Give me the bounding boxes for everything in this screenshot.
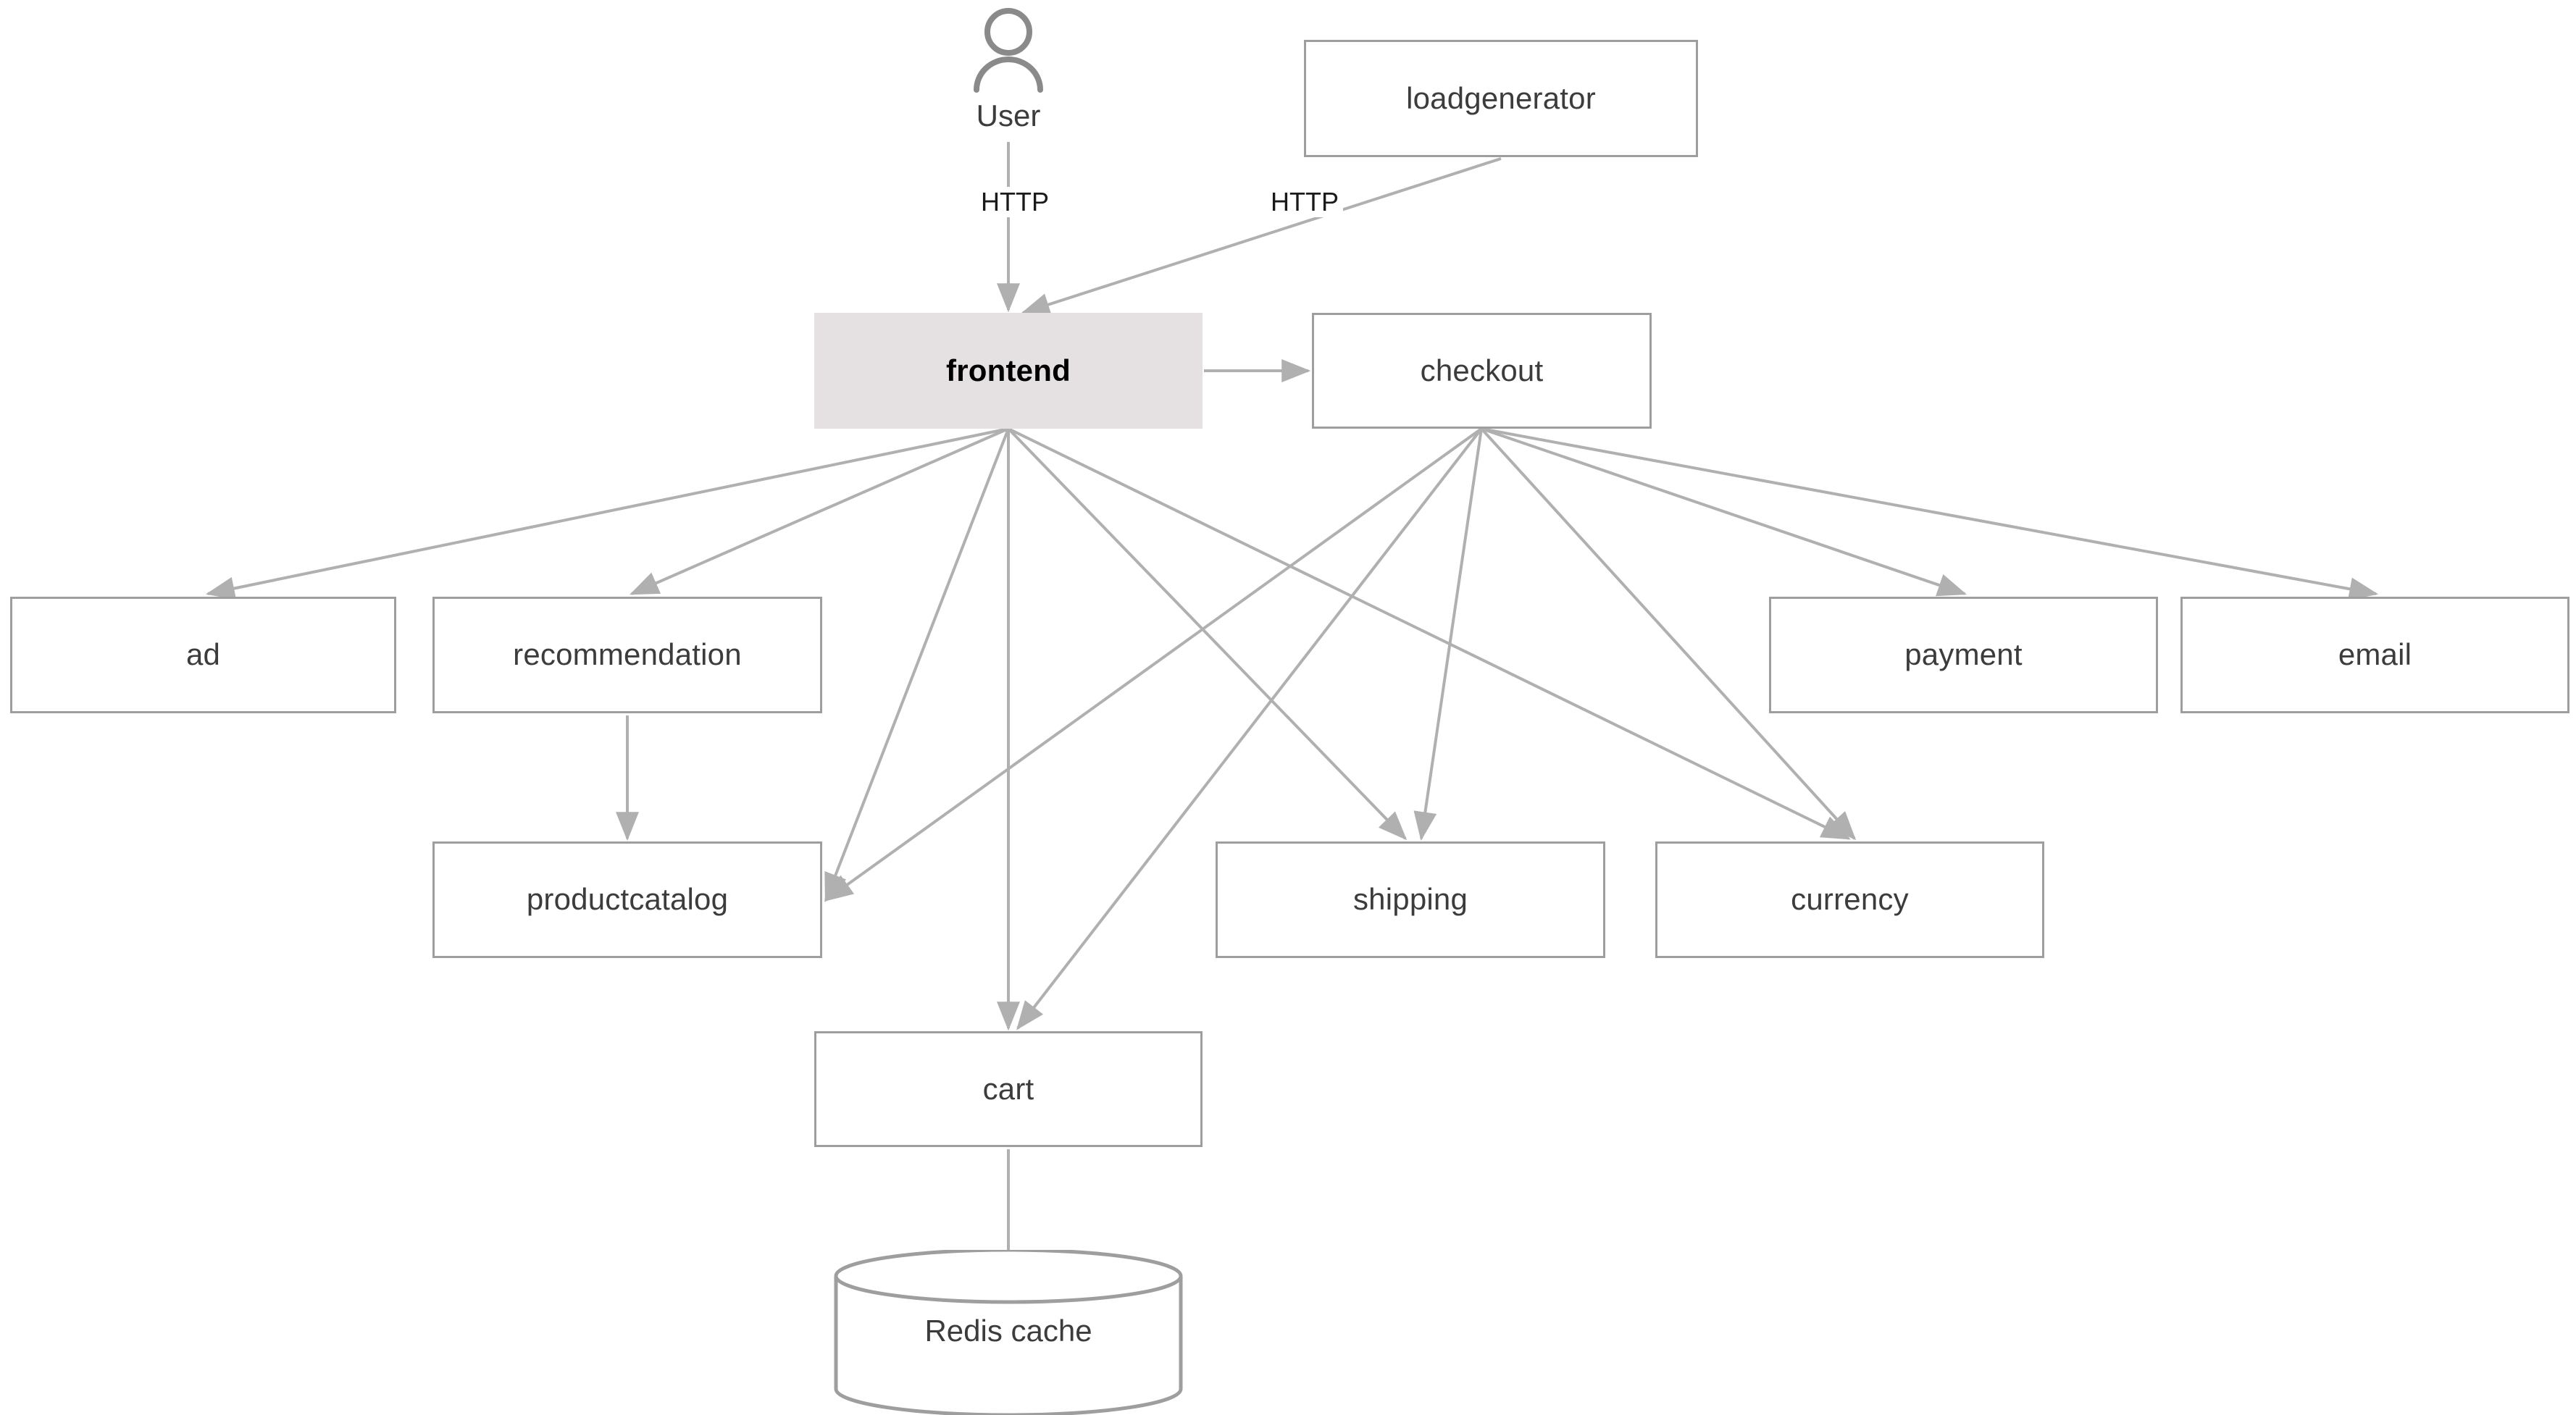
node-email-label: email [2338,637,2412,672]
node-ad-label: ad [185,637,221,672]
edge-frontend-recommendation [630,427,1009,595]
node-cart[interactable]: cart [814,1031,1203,1147]
actor-user-label: User [976,98,1041,133]
node-rediscache[interactable]: Redis cache [832,1248,1185,1415]
edge-frontend-shipping [1007,427,1408,841]
actor-user: User [949,6,1068,133]
database-cylinder-icon [834,1248,1183,1415]
node-loadgenerator[interactable]: loadgenerator [1304,40,1698,157]
node-payment[interactable]: payment [1769,597,2158,713]
node-currency-label: currency [1791,882,1909,917]
node-ad[interactable]: ad [10,597,396,713]
node-shipping[interactable]: shipping [1216,841,1605,958]
edge-checkout-shipping [1413,428,1483,841]
node-cart-label: cart [982,1071,1034,1106]
user-person-icon [974,8,1043,93]
edge-frontend-currency [1008,427,1851,840]
node-frontend-label: frontend [946,353,1071,387]
node-shipping-label: shipping [1352,882,1468,917]
node-loadgenerator-label: loadgenerator [1406,80,1596,115]
node-payment-label: payment [1904,637,2023,672]
edge-checkout-payment [1481,427,1967,597]
edge-checkout-productcatalog [824,427,1483,902]
node-productcatalog-label: productcatalog [526,882,729,917]
node-checkout-label: checkout [1420,353,1544,387]
edge-frontend-ad [205,427,1009,600]
edge-frontend-productcatalog [824,428,1010,902]
node-currency[interactable]: currency [1655,841,2044,958]
edge-loadgenerator-frontend [1020,157,1502,316]
node-rediscache-label: Redis cache [924,1314,1092,1348]
edge-label-user-http: HTTP [977,187,1053,217]
edge-label-loadgenerator-http: HTTP [1266,187,1343,217]
node-frontend[interactable]: frontend [814,313,1203,429]
node-productcatalog[interactable]: productcatalog [432,841,822,958]
edge-checkout-email [1481,427,2379,601]
node-checkout[interactable]: checkout [1312,313,1652,429]
node-email[interactable]: email [2180,597,2569,713]
node-recommendation-label: recommendation [513,637,742,672]
node-recommendation[interactable]: recommendation [432,597,822,713]
